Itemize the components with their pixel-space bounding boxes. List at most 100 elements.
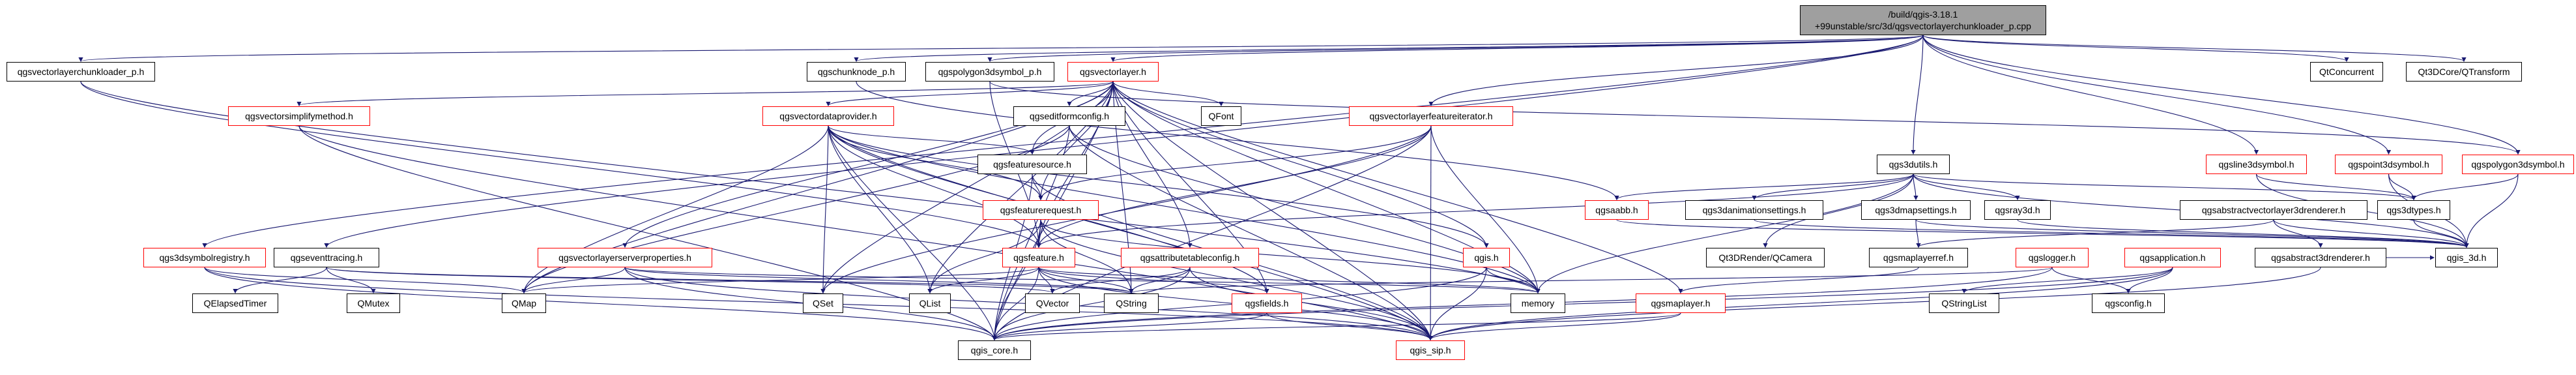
include-edge-main-to-utils3d xyxy=(1911,35,1924,155)
graph-node-featurerequest[interactable]: qgsfeaturerequest.h xyxy=(983,200,1099,220)
include-edge-vectorlayer-to-featurerequest xyxy=(1038,81,1114,201)
graph-node-logger[interactable]: qgslogger.h xyxy=(2016,248,2089,267)
graph-node-vlchunkloader_p_h[interactable]: qgsvectorlayerchunkloader_p.h xyxy=(7,62,155,82)
include-edge-chunknode-to-aabb xyxy=(856,81,1619,201)
graph-node-aabb[interactable]: qgsaabb.h xyxy=(1585,200,1649,220)
include-edge-vectordataprovider-to-qgis_sip xyxy=(828,125,1433,341)
include-edge-vectorsimplify-to-qgis_sip xyxy=(298,125,1433,341)
include-edge-vlfeatureiterator-to-memory xyxy=(1430,125,1541,294)
graph-node-qgis_h[interactable]: qgis.h xyxy=(1463,248,1510,267)
graph-node-abstractvl3drenderer[interactable]: qgsabstractvectorlayer3drenderer.h xyxy=(2180,200,2367,220)
include-edge-utils3d-to-ray3d xyxy=(1913,173,2020,201)
include-edge-abstractvl3drenderer-to-qgis_3d xyxy=(2273,219,2469,248)
include-edge-vectordataprovider-to-feature xyxy=(828,125,1041,248)
graph-node-utils3d[interactable]: qgs3dutils.h xyxy=(1877,155,1950,174)
graph-node-qfont[interactable]: QFont xyxy=(1201,106,1241,126)
include-edge-vlfeatureiterator-to-qgis_sip xyxy=(1428,125,1433,341)
include-edge-eventtracing-to-qvector xyxy=(326,267,1055,294)
include-edge-qgis_h-to-memory xyxy=(1486,267,1541,294)
include-edge-line3dsymbol-to-types3d xyxy=(2255,173,2416,201)
graph-node-feature[interactable]: qgsfeature.h xyxy=(1002,248,1075,267)
include-edge-polygon3dsymbol_p-to-polygon3dsymbol xyxy=(989,81,2521,155)
include-edge-feature-to-qmap xyxy=(521,267,1039,294)
graph-node-chunknode[interactable]: qgschunknode_p.h xyxy=(807,62,906,82)
include-edge-vectordataprovider-to-memory xyxy=(828,125,1541,294)
graph-node-types3d[interactable]: qgs3dtypes.h xyxy=(2377,200,2450,220)
graph-node-symbolregistry3d[interactable]: qgs3dsymbolregistry.h xyxy=(143,248,266,267)
graph-node-map3dsettings[interactable]: qgs3dmapsettings.h xyxy=(1861,200,1971,220)
include-edge-vectordataprovider-to-qset xyxy=(820,125,829,294)
include-edge-feature-to-qgis_core xyxy=(992,267,1039,341)
graph-node-qgis_core[interactable]: qgis_core.h xyxy=(958,340,1031,360)
graph-node-qcamera[interactable]: Qt3DRender/QCamera xyxy=(1706,248,1825,267)
graph-node-maplayerref[interactable]: qgsmaplayerref.h xyxy=(1869,248,1968,267)
include-edge-main-to-qtconcurrent xyxy=(1922,35,2349,63)
graph-node-qtransform[interactable]: Qt3DCore/QTransform xyxy=(2406,62,2522,82)
include-edge-abstractvl3drenderer-to-abstract3drenderer xyxy=(2273,219,2323,248)
graph-node-memory[interactable]: memory xyxy=(1511,293,1565,313)
include-edge-main-to-symbolregistry3d xyxy=(202,35,1924,248)
graph-node-vectorsimplify[interactable]: qgsvectorsimplifymethod.h xyxy=(228,106,370,126)
graph-node-main[interactable]: /build/qgis-3.18.1 +99unstable/src/3d/qg… xyxy=(1800,5,2046,35)
graph-node-anim3dsettings[interactable]: qgs3danimationsettings.h xyxy=(1685,200,1823,220)
include-edge-vectordataprovider-to-qlist xyxy=(828,125,933,294)
include-edge-vectorlayer-to-qlist xyxy=(927,81,1114,294)
include-edge-vectordataprovider-to-qmap xyxy=(521,125,829,294)
graph-node-qstring[interactable]: QString xyxy=(1104,293,1159,313)
include-edge-main-to-point3dsymbol xyxy=(1922,35,2392,155)
graph-node-qvector[interactable]: QVector xyxy=(1025,293,1080,313)
graph-node-qmutex[interactable]: QMutex xyxy=(347,293,400,313)
graph-node-eventtracing[interactable]: qgseventtracing.h xyxy=(274,248,379,267)
include-edge-vectorlayer-to-editformconfig xyxy=(1067,81,1114,107)
include-edge-attributetableconfig-to-qgis_core xyxy=(992,267,1191,341)
graph-node-attributetableconfig[interactable]: qgsattributetableconfig.h xyxy=(1121,248,1259,267)
graph-node-maplayer[interactable]: qgsmaplayer.h xyxy=(1636,293,1726,313)
graph-node-qset[interactable]: QSet xyxy=(803,293,843,313)
include-edge-application-to-qstringlist xyxy=(1961,267,2173,294)
include-edge-vectordataprovider-to-qgis_core xyxy=(828,125,997,341)
graph-node-line3dsymbol[interactable]: qgsline3dsymbol.h xyxy=(2206,155,2307,174)
graph-node-qtconcurrent[interactable]: QtConcurrent xyxy=(2310,62,2383,82)
graph-node-config[interactable]: qgsconfig.h xyxy=(2092,293,2165,313)
include-edge-vlfeatureiterator-to-qset xyxy=(820,125,1432,294)
graph-node-qlist[interactable]: QList xyxy=(909,293,951,313)
include-edge-main-to-line3dsymbol xyxy=(1922,35,2259,155)
include-edge-application-to-config xyxy=(2126,267,2173,294)
graph-node-featuresource[interactable]: qgsfeaturesource.h xyxy=(977,155,1087,174)
graph-node-point3dsymbol[interactable]: qgspoint3dsymbol.h xyxy=(2335,155,2442,174)
graph-node-fields[interactable]: qgsfields.h xyxy=(1232,293,1302,313)
include-edge-aabb-to-qgis_3d xyxy=(1616,219,2469,248)
include-edge-vlserverprops-to-qmap xyxy=(521,267,626,294)
include-edge-abstractvl3drenderer-to-maplayerref xyxy=(1916,219,2274,248)
graph-node-qstringlist[interactable]: QStringList xyxy=(1929,293,1999,313)
include-edge-featurerequest-to-qgis_sip xyxy=(1040,219,1433,341)
graph-node-polygon3dsymbol[interactable]: qgspolygon3dsymbol.h xyxy=(2462,155,2574,174)
graph-node-vectordataprovider[interactable]: qgsvectordataprovider.h xyxy=(762,106,894,126)
graph-node-abstract3drenderer[interactable]: qgsabstract3drenderer.h xyxy=(2255,248,2386,267)
include-edge-maplayer-to-qgis_core xyxy=(992,312,1681,341)
graph-node-ray3d[interactable]: qgsray3d.h xyxy=(1984,200,2051,220)
include-edge-eventtracing-to-qelapsedtimer xyxy=(233,267,327,294)
graph-node-application[interactable]: qgsapplication.h xyxy=(2124,248,2221,267)
graph-node-vectorlayer[interactable]: qgsvectorlayer.h xyxy=(1067,62,1159,82)
include-edge-vectordataprovider-to-qgis_h xyxy=(828,125,1489,248)
graph-node-qgis_sip[interactable]: qgis_sip.h xyxy=(1396,340,1465,360)
include-edge-vectorlayer-to-qgis_h xyxy=(1112,81,1489,248)
include-edge-main-to-vlchunkloader_p_h xyxy=(79,35,1924,63)
include-edge-feature-to-qlist xyxy=(927,267,1039,294)
graph-node-vlserverprops[interactable]: qgsvectorlayerserverproperties.h xyxy=(538,248,712,267)
graph-node-qelapsedtimer[interactable]: QElapsedTimer xyxy=(192,293,278,313)
include-edge-application-to-qgis_core xyxy=(992,267,2173,341)
include-edge-vectorlayer-to-attributetableconfig xyxy=(1112,81,1193,248)
include-edge-utils3d-to-feature xyxy=(1036,173,1914,248)
include-edge-vlfeatureiterator-to-qgis_core xyxy=(992,125,1432,341)
graph-node-vlfeatureiterator[interactable]: qgsvectorlayerfeatureiterator.h xyxy=(1349,106,1513,126)
include-edge-utils3d-to-qcamera xyxy=(1763,173,1914,248)
graph-node-polygon3dsymbol_p[interactable]: qgspolygon3dsymbol_p.h xyxy=(925,62,1054,82)
include-edge-main-to-polygon3dsymbol_p xyxy=(987,35,1924,63)
graph-node-editformconfig[interactable]: qgseditformconfig.h xyxy=(1013,106,1125,126)
include-edge-vectordataprovider-to-featuresource xyxy=(828,125,1035,155)
graph-node-qgis_3d[interactable]: qgis_3d.h xyxy=(2435,248,2498,267)
graph-node-qmap[interactable]: QMap xyxy=(502,293,546,313)
